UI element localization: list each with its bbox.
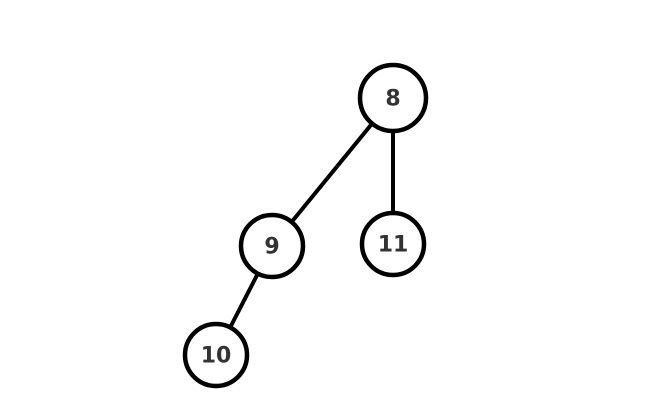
node-circle-8 (357, 62, 429, 134)
node-circle-9 (238, 212, 306, 280)
node-circle-10 (182, 321, 250, 389)
tree-node-8: 8 (357, 62, 429, 134)
node-label-8: 8 (385, 87, 400, 112)
tree-node-9: 9 (238, 212, 306, 280)
node-label-9: 9 (264, 235, 279, 260)
node-label-11: 11 (378, 233, 409, 258)
tree-node-11: 11 (359, 210, 427, 278)
node-label-10: 10 (201, 344, 232, 369)
tree-node-10: 10 (182, 321, 250, 389)
node-circle-11 (359, 210, 427, 278)
